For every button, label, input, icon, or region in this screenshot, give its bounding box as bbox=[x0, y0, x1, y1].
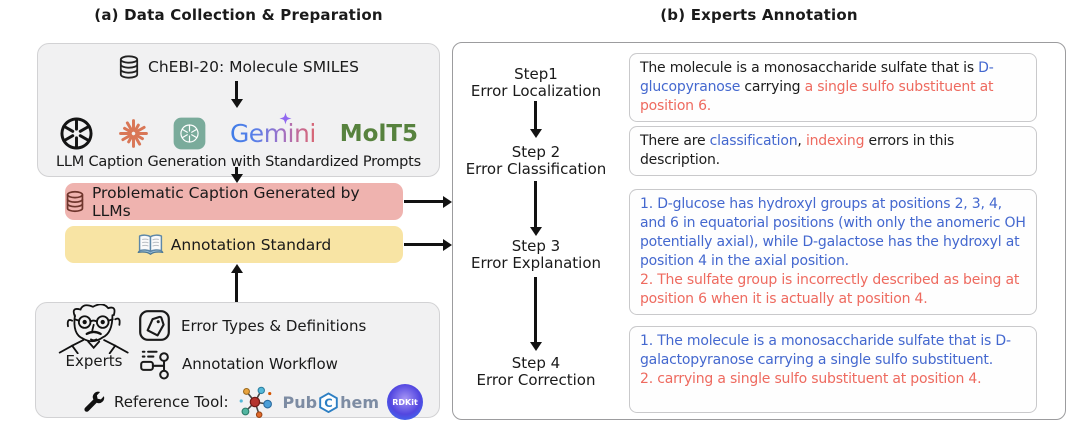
chebi-dataset-row: ChEBI-20: Molecule SMILES bbox=[118, 55, 359, 79]
step-1-error-localization: Step1 Error Localization bbox=[451, 66, 621, 100]
annotation-standard-box: Annotation Standard bbox=[65, 226, 403, 263]
problematic-caption-label: Problematic Caption Generated by LLMs bbox=[91, 183, 360, 220]
claude-logo-icon bbox=[119, 119, 148, 148]
wrench-icon bbox=[84, 391, 105, 412]
pubchem-hem-text: hem bbox=[340, 392, 379, 412]
chebi-dataset-label: ChEBI-20: Molecule SMILES bbox=[148, 58, 359, 76]
annotation-text-box-correction: 1. The molecule is a monosaccharide sulf… bbox=[629, 326, 1037, 413]
panel-b-title: (b) Experts Annotation bbox=[660, 6, 858, 24]
annotation-standard-label: Annotation Standard bbox=[170, 235, 332, 254]
arrow-step2-to-step3 bbox=[529, 181, 542, 236]
svg-text:C: C bbox=[324, 395, 332, 409]
pubchem-logo: Pub C hem bbox=[282, 391, 379, 413]
arrow-experts-to-standard bbox=[230, 264, 243, 302]
open-book-icon bbox=[137, 234, 164, 255]
step-2-title: Step 2 bbox=[511, 143, 561, 161]
llm-caption-generation-label: LLM Caption Generation with Standardized… bbox=[55, 154, 422, 170]
annotation-text-box-explanation: 1. D-glucose has hydroxyl groups at posi… bbox=[629, 189, 1037, 315]
experts-label: Experts bbox=[65, 352, 123, 370]
error-types-label: Error Types & Definitions bbox=[181, 316, 367, 335]
arrow-step3-to-step4 bbox=[529, 277, 542, 351]
gemini-logo: Gemini bbox=[229, 112, 316, 148]
annotation-workflow-label: Annotation Workflow bbox=[182, 355, 338, 373]
openai-logo-icon bbox=[60, 117, 93, 150]
workflow-icon bbox=[140, 350, 169, 380]
experts-resources-box: Experts Error Types & Definitions bbox=[35, 302, 440, 421]
database-icon bbox=[66, 190, 84, 213]
step-3-error-explanation: Step 3 Error Explanation bbox=[451, 238, 621, 272]
experts-sketch-icon bbox=[58, 304, 129, 354]
rdkit-logo: RDKit bbox=[387, 384, 423, 420]
annotation-workflow-row: Annotation Workflow bbox=[138, 347, 338, 381]
gemini-sparkle-icon bbox=[279, 112, 292, 125]
arrow-collection-to-problematic bbox=[230, 167, 243, 183]
step-3-title: Step 3 bbox=[511, 237, 561, 255]
llm-logos-row: Gemini MolT5 bbox=[59, 112, 419, 151]
pubchem-pub-text: Pub bbox=[282, 392, 318, 412]
reference-tool-label: Reference Tool: bbox=[114, 393, 229, 411]
step-1-title: Step1 bbox=[514, 65, 558, 83]
step-4-error-correction: Step 4 Error Correction bbox=[451, 355, 621, 389]
step-2-error-classification: Step 2 Error Classification bbox=[451, 144, 621, 178]
annotation-text-box-classification: There are classification, indexing error… bbox=[629, 126, 1037, 176]
data-collection-box: ChEBI-20: Molecule SMILES bbox=[37, 43, 440, 177]
step-2-subtitle: Error Classification bbox=[465, 160, 607, 178]
step-4-title: Step 4 bbox=[511, 354, 561, 372]
pubchem-hexagon-icon: C bbox=[319, 391, 338, 413]
experts-annotation-panel: Step1 Error Localization Step 2 Error Cl… bbox=[452, 42, 1066, 420]
step-3-subtitle: Error Explanation bbox=[471, 254, 601, 272]
tag-icon bbox=[139, 310, 170, 341]
panel-a-title: (a) Data Collection & Preparation bbox=[94, 6, 383, 24]
arrow-step1-to-step2 bbox=[529, 101, 542, 138]
step-1-subtitle: Error Localization bbox=[470, 82, 602, 100]
annotation-text-box-localization: The molecule is a monosaccharide sulfate… bbox=[629, 53, 1037, 122]
step-4-subtitle: Error Correction bbox=[476, 371, 596, 389]
arrow-problematic-to-panel-b bbox=[404, 195, 452, 208]
chatgpt-logo-icon bbox=[173, 117, 206, 150]
arrow-standard-to-panel-b bbox=[404, 238, 452, 251]
database-icon bbox=[119, 55, 139, 79]
gemini-wordmark: Gemini bbox=[229, 119, 316, 148]
reference-tool-row: Reference Tool: bbox=[82, 383, 423, 421]
molecule-icon bbox=[239, 386, 272, 418]
error-types-row: Error Types & Definitions bbox=[138, 309, 366, 342]
molt5-logo: MolT5 bbox=[339, 120, 419, 147]
arrow-chebi-to-llms bbox=[230, 81, 243, 108]
problematic-caption-box: Problematic Caption Generated by LLMs bbox=[65, 183, 403, 220]
